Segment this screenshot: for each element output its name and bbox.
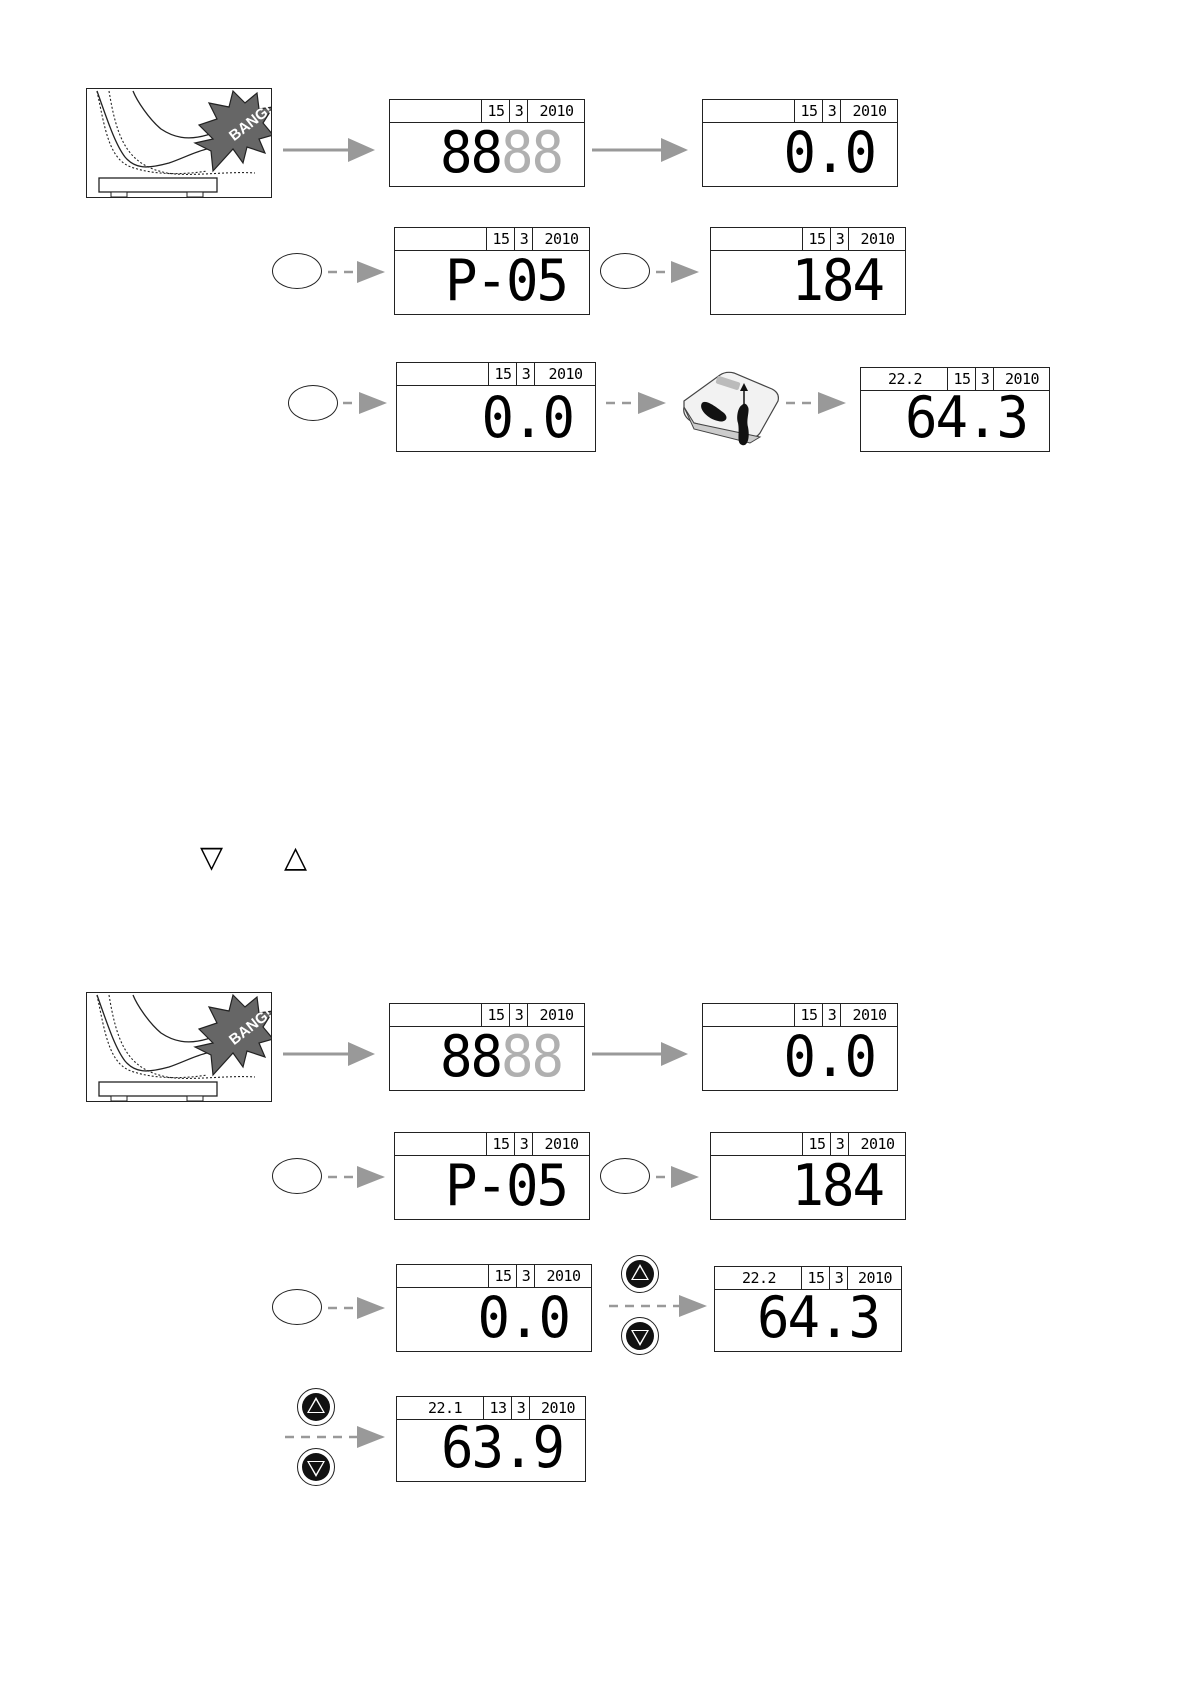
lcd-display-weight-updated: 22.1 13 3 2010 63.9 bbox=[396, 1396, 586, 1482]
lcd-day: 15 bbox=[801, 1267, 830, 1289]
lcd-main-value: P-05 bbox=[444, 1152, 569, 1219]
lcd-month: 3 bbox=[822, 1004, 841, 1026]
down-button[interactable] bbox=[621, 1317, 659, 1355]
lcd-display-profile: 15 3 2010 P-05 bbox=[394, 1132, 590, 1220]
lcd-main-value: 184 bbox=[791, 1152, 885, 1219]
lcd-year: 2010 bbox=[529, 1397, 586, 1419]
lcd-main-value: 0.0 bbox=[481, 384, 575, 451]
lcd-day: 15 bbox=[481, 1004, 510, 1026]
lcd-year: 2010 bbox=[532, 228, 590, 250]
lcd-main-value: 63.9 bbox=[440, 1414, 565, 1481]
lcd-day: 15 bbox=[481, 100, 510, 122]
lcd-display-self-test: 15 3 2010 8888 bbox=[389, 1003, 585, 1091]
down-button[interactable] bbox=[297, 1448, 335, 1486]
foot-tap-icon: BANG! bbox=[96, 89, 271, 197]
foot-tap-illustration: BANG! bbox=[86, 992, 272, 1102]
lcd-day: 15 bbox=[947, 368, 976, 390]
lcd-main-value: 184 bbox=[791, 247, 885, 314]
set-button[interactable] bbox=[288, 385, 338, 421]
set-button[interactable] bbox=[272, 1289, 322, 1325]
lcd-year: 2010 bbox=[993, 368, 1050, 390]
set-button[interactable] bbox=[600, 1158, 650, 1194]
lcd-year: 2010 bbox=[848, 228, 906, 250]
down-arrow-icon bbox=[626, 1322, 654, 1350]
lcd-month: 3 bbox=[509, 1004, 528, 1026]
lcd-digits-ghost: 88 bbox=[500, 119, 564, 186]
lcd-month: 3 bbox=[830, 228, 849, 250]
lcd-month: 3 bbox=[516, 1265, 535, 1287]
up-button[interactable] bbox=[621, 1255, 659, 1293]
lcd-extra-value: 22.2 bbox=[741, 1269, 777, 1287]
lcd-year: 2010 bbox=[848, 1133, 906, 1155]
lcd-display-zero: 15 3 2010 0.0 bbox=[702, 1003, 898, 1091]
lcd-year: 2010 bbox=[534, 1265, 592, 1287]
lcd-month: 3 bbox=[511, 1397, 530, 1419]
lcd-extra-value: 22.2 bbox=[887, 370, 923, 388]
up-triangle-icon: △ bbox=[284, 840, 308, 875]
lcd-month: 3 bbox=[830, 1133, 849, 1155]
lcd-year: 2010 bbox=[840, 100, 898, 122]
lcd-display-weight: 22.2 15 3 2010 64.3 bbox=[860, 367, 1050, 452]
lcd-year: 2010 bbox=[527, 100, 585, 122]
foot-tap-icon: BANG! bbox=[96, 993, 271, 1101]
lcd-display-zero: 15 3 2010 0.0 bbox=[396, 362, 596, 452]
lcd-year: 2010 bbox=[527, 1004, 585, 1026]
lcd-month: 3 bbox=[514, 1133, 533, 1155]
lcd-day: 15 bbox=[794, 100, 823, 122]
scale-step-on-icon bbox=[680, 367, 784, 447]
lcd-month: 3 bbox=[516, 363, 535, 385]
lcd-extra-value: 22.1 bbox=[427, 1399, 463, 1417]
lcd-main-value: 0.0 bbox=[477, 1284, 571, 1351]
lcd-month: 3 bbox=[822, 100, 841, 122]
lcd-day: 15 bbox=[794, 1004, 823, 1026]
lcd-month: 3 bbox=[829, 1267, 848, 1289]
lcd-year: 2010 bbox=[840, 1004, 898, 1026]
lcd-day: 15 bbox=[802, 1133, 831, 1155]
lcd-display-zero: 15 3 2010 0.0 bbox=[702, 99, 898, 187]
lcd-day: 15 bbox=[486, 228, 515, 250]
foot-tap-illustration: BANG! bbox=[86, 88, 272, 198]
lcd-month: 3 bbox=[975, 368, 994, 390]
lcd-day: 13 bbox=[483, 1397, 512, 1419]
up-button[interactable] bbox=[297, 1388, 335, 1426]
lcd-main-value: 8888 bbox=[440, 122, 564, 184]
lcd-main-value: 8888 bbox=[440, 1026, 564, 1088]
lcd-main-value: P-05 bbox=[444, 247, 569, 314]
lcd-main-value: 0.0 bbox=[783, 1023, 877, 1090]
down-arrow-icon bbox=[302, 1453, 330, 1481]
lcd-digits-ghost: 88 bbox=[500, 1023, 564, 1090]
set-button[interactable] bbox=[272, 253, 322, 289]
down-triangle-icon: ▽ bbox=[200, 840, 224, 875]
lcd-display-profile: 15 3 2010 P-05 bbox=[394, 227, 590, 315]
lcd-year: 2010 bbox=[534, 363, 596, 385]
set-button[interactable] bbox=[272, 1158, 322, 1194]
lcd-digits-solid: 88 bbox=[439, 1023, 503, 1090]
up-arrow-icon bbox=[302, 1393, 330, 1421]
lcd-main-value: 64.3 bbox=[756, 1284, 881, 1351]
lcd-main-value: 64.3 bbox=[904, 384, 1029, 451]
lcd-display-self-test: 15 3 2010 8888 bbox=[389, 99, 585, 187]
set-button[interactable] bbox=[600, 253, 650, 289]
lcd-month: 3 bbox=[514, 228, 533, 250]
lcd-day: 15 bbox=[488, 1265, 517, 1287]
lcd-day: 15 bbox=[488, 363, 517, 385]
lcd-year: 2010 bbox=[532, 1133, 590, 1155]
lcd-day: 15 bbox=[486, 1133, 515, 1155]
up-arrow-icon bbox=[626, 1260, 654, 1288]
lcd-display-height: 15 3 2010 184 bbox=[710, 1132, 906, 1220]
lcd-year: 2010 bbox=[847, 1267, 902, 1289]
lcd-display-zero: 15 3 2010 0.0 bbox=[396, 1264, 592, 1352]
lcd-digits-solid: 88 bbox=[439, 119, 503, 186]
lcd-main-value: 0.0 bbox=[783, 119, 877, 186]
lcd-month: 3 bbox=[509, 100, 528, 122]
lcd-display-weight: 22.2 15 3 2010 64.3 bbox=[714, 1266, 902, 1352]
lcd-day: 15 bbox=[802, 228, 831, 250]
lcd-display-height: 15 3 2010 184 bbox=[710, 227, 906, 315]
